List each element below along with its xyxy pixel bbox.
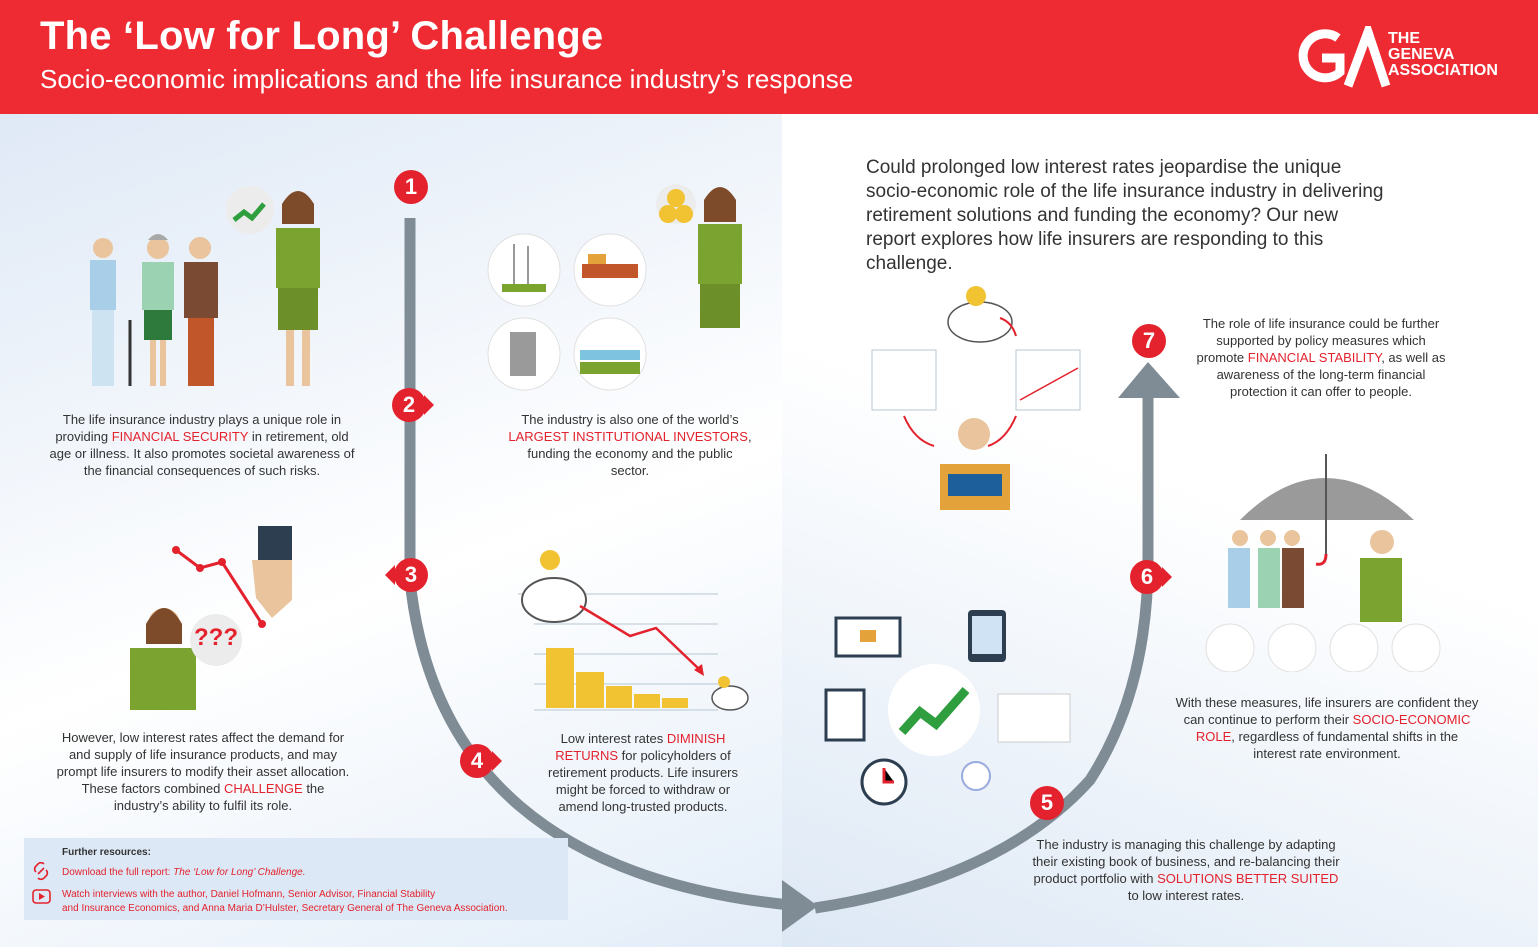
policy-illustration: [871, 286, 1081, 510]
text-3-part-a: However, low interest rates affect the d…: [56, 730, 350, 796]
text-2-part-b: , funding the economy and the public sec…: [527, 429, 752, 478]
text-4-part-b: for policyholders of retirement products…: [547, 748, 739, 814]
text-2-part-a: The industry is also one of the world’s: [521, 412, 739, 427]
text-block-1: The life insurance industry plays a uniq…: [44, 411, 360, 479]
download-link-prefix: Download the full report:: [62, 867, 174, 878]
adapting-business-illustration: [824, 610, 1071, 806]
text-6-part-a: With these measures, life insurers are c…: [1175, 695, 1479, 727]
text-5-part-b: to low interest rates.: [1127, 888, 1245, 903]
left-panel-background: [0, 114, 782, 947]
text-3-part-b: the industry’s ability to fulfil its rol…: [113, 781, 325, 813]
text-2-highlight: LARGEST INSTITUTIONAL INVESTORS: [508, 429, 748, 444]
logo-line: GENEVA: [1388, 46, 1455, 63]
link-icon: [33, 862, 49, 881]
text-1-highlight: FINANCIAL SECURITY: [111, 429, 249, 444]
header-bar: [0, 0, 1538, 114]
step-2-pointer: [424, 395, 434, 415]
text-5-highlight: SOLUTIONS BETTER SUITED: [1157, 871, 1339, 886]
umbrella-protection-illustration: [1205, 454, 1441, 672]
right-panel-background: [782, 114, 1538, 947]
text-3-highlight: CHALLENGE: [223, 781, 303, 796]
text-block-3: However, low interest rates affect the d…: [56, 729, 350, 814]
step-6-marker: 6: [1130, 560, 1164, 594]
intro-text: Could prolonged low interest rates jeopa…: [866, 157, 1384, 274]
text-4-part-a: Low interest rates: [560, 731, 667, 746]
step-3-marker: 3: [394, 558, 428, 592]
text-6-highlight: SOCIO-ECONOMIC ROLE: [1195, 712, 1471, 744]
step-6-pointer: [1162, 567, 1172, 587]
logo-line: ASSOCIATION: [1388, 62, 1498, 79]
step-4-pointer: [492, 751, 502, 771]
download-report-link[interactable]: Download the full report: The ‘Low for L…: [62, 866, 305, 880]
step-3-pointer: [385, 565, 395, 585]
page-subtitle: Socio-economic implications and the life…: [40, 64, 854, 94]
logo-line: THE: [1388, 30, 1420, 47]
text-1-part-a: The life insurance industry plays a uniq…: [55, 412, 342, 444]
download-link-title: The ‘Low for Long’ Challenge.: [173, 867, 306, 878]
text-7-highlight: FINANCIAL STABILITY: [1247, 350, 1382, 365]
text-1-part-b: in retirement, old age or illness. It al…: [49, 429, 355, 478]
step-4-marker: 4: [460, 744, 494, 778]
text-block-2: The industry is also one of the world’s …: [508, 411, 752, 479]
video-play-icon: [32, 889, 51, 904]
step-2-marker: 2: [392, 388, 426, 422]
step-5-marker: 5: [1030, 786, 1064, 820]
text-7-part-a: The role of life insurance could be furt…: [1196, 316, 1440, 365]
text-block-7: The role of life insurance could be furt…: [1194, 315, 1448, 400]
arrow-head-up: [1118, 362, 1180, 398]
text-block-4: Low interest rates DIMINISH RETURNS for …: [540, 730, 746, 815]
text-7-part-b: , as well as awareness of the long-term …: [1216, 350, 1446, 399]
page-title: The ‘Low for Long’ Challenge: [40, 14, 604, 58]
arrow-head-right: [782, 880, 818, 932]
resources-heading: Further resources:: [62, 847, 151, 858]
family-advisor-illustration: [90, 186, 320, 386]
interviews-line-2: and Insurance Economics, and Anna Maria …: [62, 903, 508, 914]
investments-illustration: [487, 184, 742, 391]
step-1-marker: 1: [394, 170, 428, 204]
text-5-part-a: The industry is managing this challenge …: [1032, 837, 1340, 886]
question-marks: ???: [194, 624, 238, 651]
geneva-association-logo: [1298, 26, 1391, 88]
diminishing-returns-illustration: [518, 550, 749, 711]
text-4-highlight: DIMINISH RETURNS: [555, 731, 726, 763]
text-6-part-b: , regardless of fundamental shifts in th…: [1231, 729, 1459, 761]
challenge-illustration: [130, 526, 292, 710]
text-block-6: With these measures, life insurers are c…: [1174, 694, 1480, 762]
watch-interviews-link[interactable]: Watch interviews with the author, Daniel…: [62, 888, 508, 916]
step-7-marker: 7: [1132, 324, 1166, 358]
interviews-line-1: Watch interviews with the author, Daniel…: [62, 889, 436, 900]
logo-text: THE GENEVA ASSOCIATION: [1388, 31, 1498, 79]
text-block-5: The industry is managing this challenge …: [1028, 836, 1344, 904]
further-resources-box: [24, 838, 568, 920]
